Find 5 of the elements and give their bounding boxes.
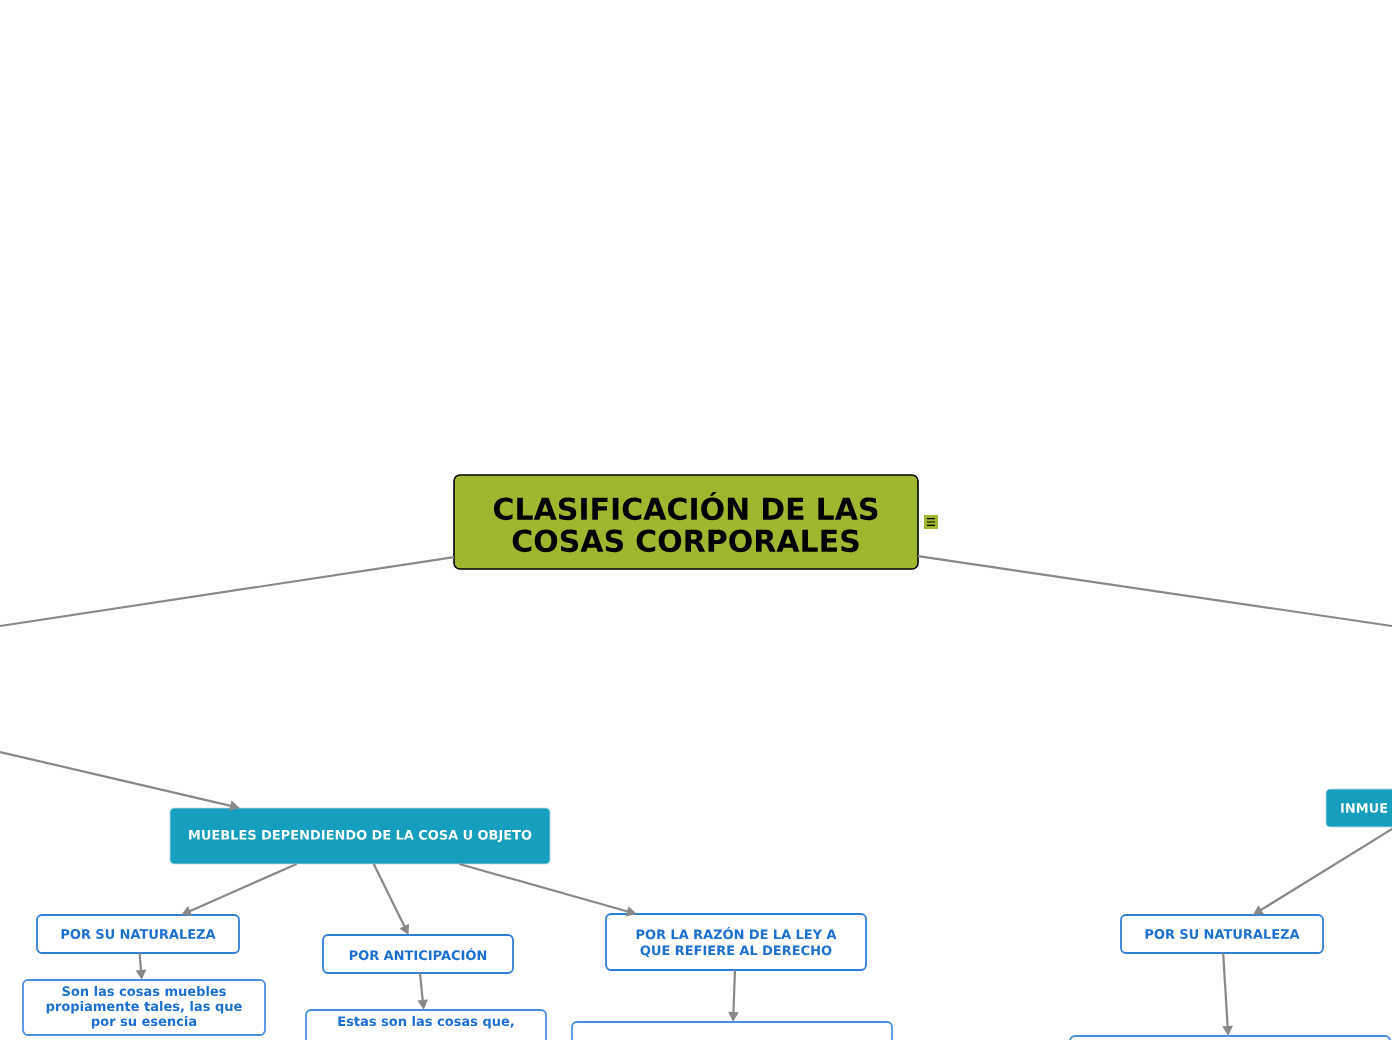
description-box xyxy=(1069,1035,1391,1040)
description-box xyxy=(571,1021,893,1040)
connector-line xyxy=(0,556,455,628)
connector-line xyxy=(917,555,1392,628)
topic-box: CLASIFICACIÓN DE LAS COSAS CORPORALES xyxy=(453,474,919,570)
